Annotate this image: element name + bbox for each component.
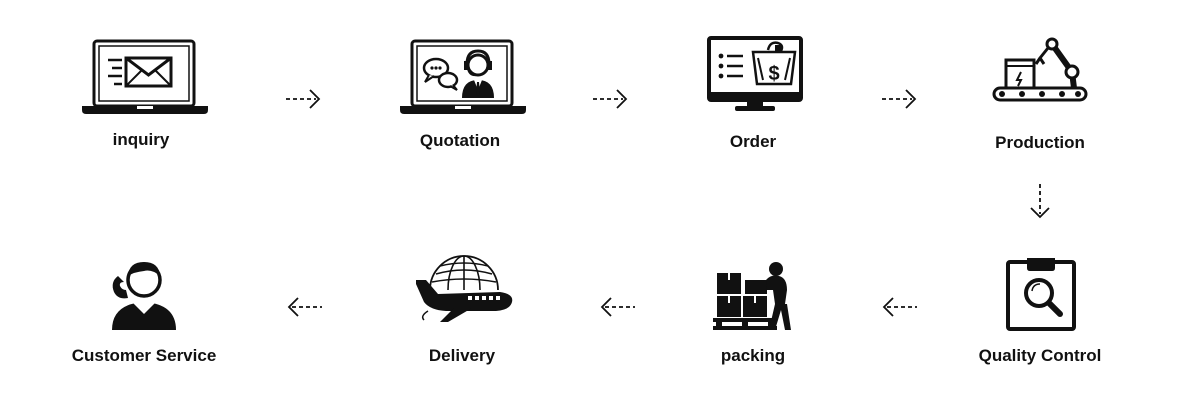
arrow-right-icon xyxy=(286,89,321,109)
svg-text:$: $ xyxy=(768,63,779,85)
laptop-support-icon xyxy=(400,39,526,114)
arrow-left-icon xyxy=(882,297,917,317)
step-label: packing xyxy=(720,346,786,365)
plane-globe-icon xyxy=(416,255,513,322)
arrow-right-icon xyxy=(593,89,628,109)
step-label: Quality Control xyxy=(978,346,1102,365)
laptop-envelope-icon xyxy=(82,39,208,114)
step-label: Quotation xyxy=(419,131,501,150)
step-label: Production xyxy=(995,133,1085,152)
step-label: Delivery xyxy=(428,346,496,365)
factory-robot-icon xyxy=(992,37,1088,102)
person-phone-icon xyxy=(112,262,176,330)
step-label: inquiry xyxy=(112,130,170,149)
clipboard-magnifier-icon xyxy=(1006,258,1076,331)
arrow-left-icon xyxy=(287,297,322,317)
arrow-right-icon xyxy=(882,89,917,109)
step-label: Customer Service xyxy=(71,346,217,365)
worker-boxes-icon xyxy=(713,262,791,330)
step-label: Order xyxy=(729,132,777,151)
arrow-left-icon xyxy=(600,297,635,317)
arrow-down-icon xyxy=(1030,184,1050,219)
monitor-order-icon: $ xyxy=(707,36,803,111)
